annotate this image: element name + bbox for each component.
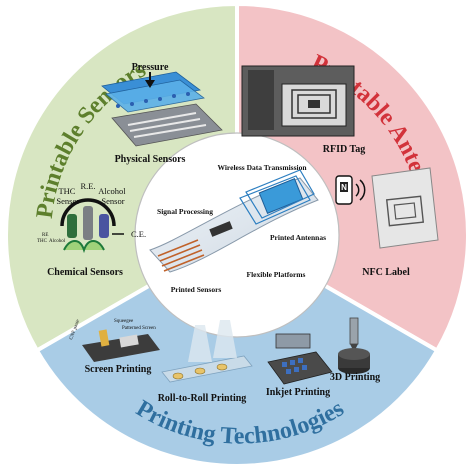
nfc-label-label: NFC Label — [362, 267, 410, 278]
wireless-label: Wireless Data Transmission — [217, 163, 307, 172]
flexible-device-illustration — [149, 169, 319, 273]
screen-printing-label: Screen Printing — [85, 364, 152, 375]
alcohol-line-1: Alcohol — [98, 186, 126, 196]
small-thc-label: THC — [37, 239, 48, 244]
rfid-tag-label: RFID Tag — [323, 144, 366, 155]
inkjet-illustration — [267, 333, 333, 385]
flexible-platforms-label: Flexible Platforms — [247, 270, 306, 279]
3d-printing-illustration — [338, 317, 370, 374]
patterned-screen-label: Patterned Screen — [122, 326, 156, 331]
alcohol-sensor-label: Alcohol Sensor — [98, 186, 128, 206]
chemical-sensor-illustration — [60, 198, 124, 254]
small-re-label: RE — [42, 233, 48, 238]
thc-line-1: THC — [58, 186, 75, 196]
thc-line-2: Sensor — [56, 196, 79, 206]
inkjet-printing-label: Inkjet Printing — [266, 387, 330, 398]
pressure-label: Pressure — [132, 62, 169, 73]
nfc-label-photo — [371, 167, 439, 249]
printed-antennas-label: Printed Antennas — [270, 233, 326, 242]
squeegee-label: Squeegee — [114, 319, 134, 324]
ce-label: C.E. — [131, 229, 146, 239]
physical-sensors-label: Physical Sensors — [115, 154, 186, 165]
roll-to-roll-illustration — [161, 320, 253, 383]
screen-printing-illustration — [82, 329, 160, 362]
thc-sensor-label: THC Sensor — [56, 186, 79, 206]
re-label: R.E. — [80, 181, 95, 191]
roll-to-roll-label: Roll-to-Roll Printing — [158, 393, 247, 404]
printed-sensors-label: Printed Sensors — [171, 285, 222, 294]
physical-sensor-illustration — [101, 71, 223, 147]
nfc-phone-icon — [335, 175, 366, 205]
rfid-tag-photo — [241, 65, 355, 137]
alcohol-line-2: Sensor — [101, 196, 124, 206]
small-alcohol-label: Alcohol — [49, 239, 66, 244]
chemical-sensors-label: Chemical Sensors — [47, 267, 123, 278]
nfc-glyph: N — [341, 183, 347, 192]
signal-processing-label: Signal Processing — [157, 207, 213, 216]
3d-printing-label: 3D Printing — [330, 372, 380, 383]
technologies-sector — [34, 232, 440, 468]
